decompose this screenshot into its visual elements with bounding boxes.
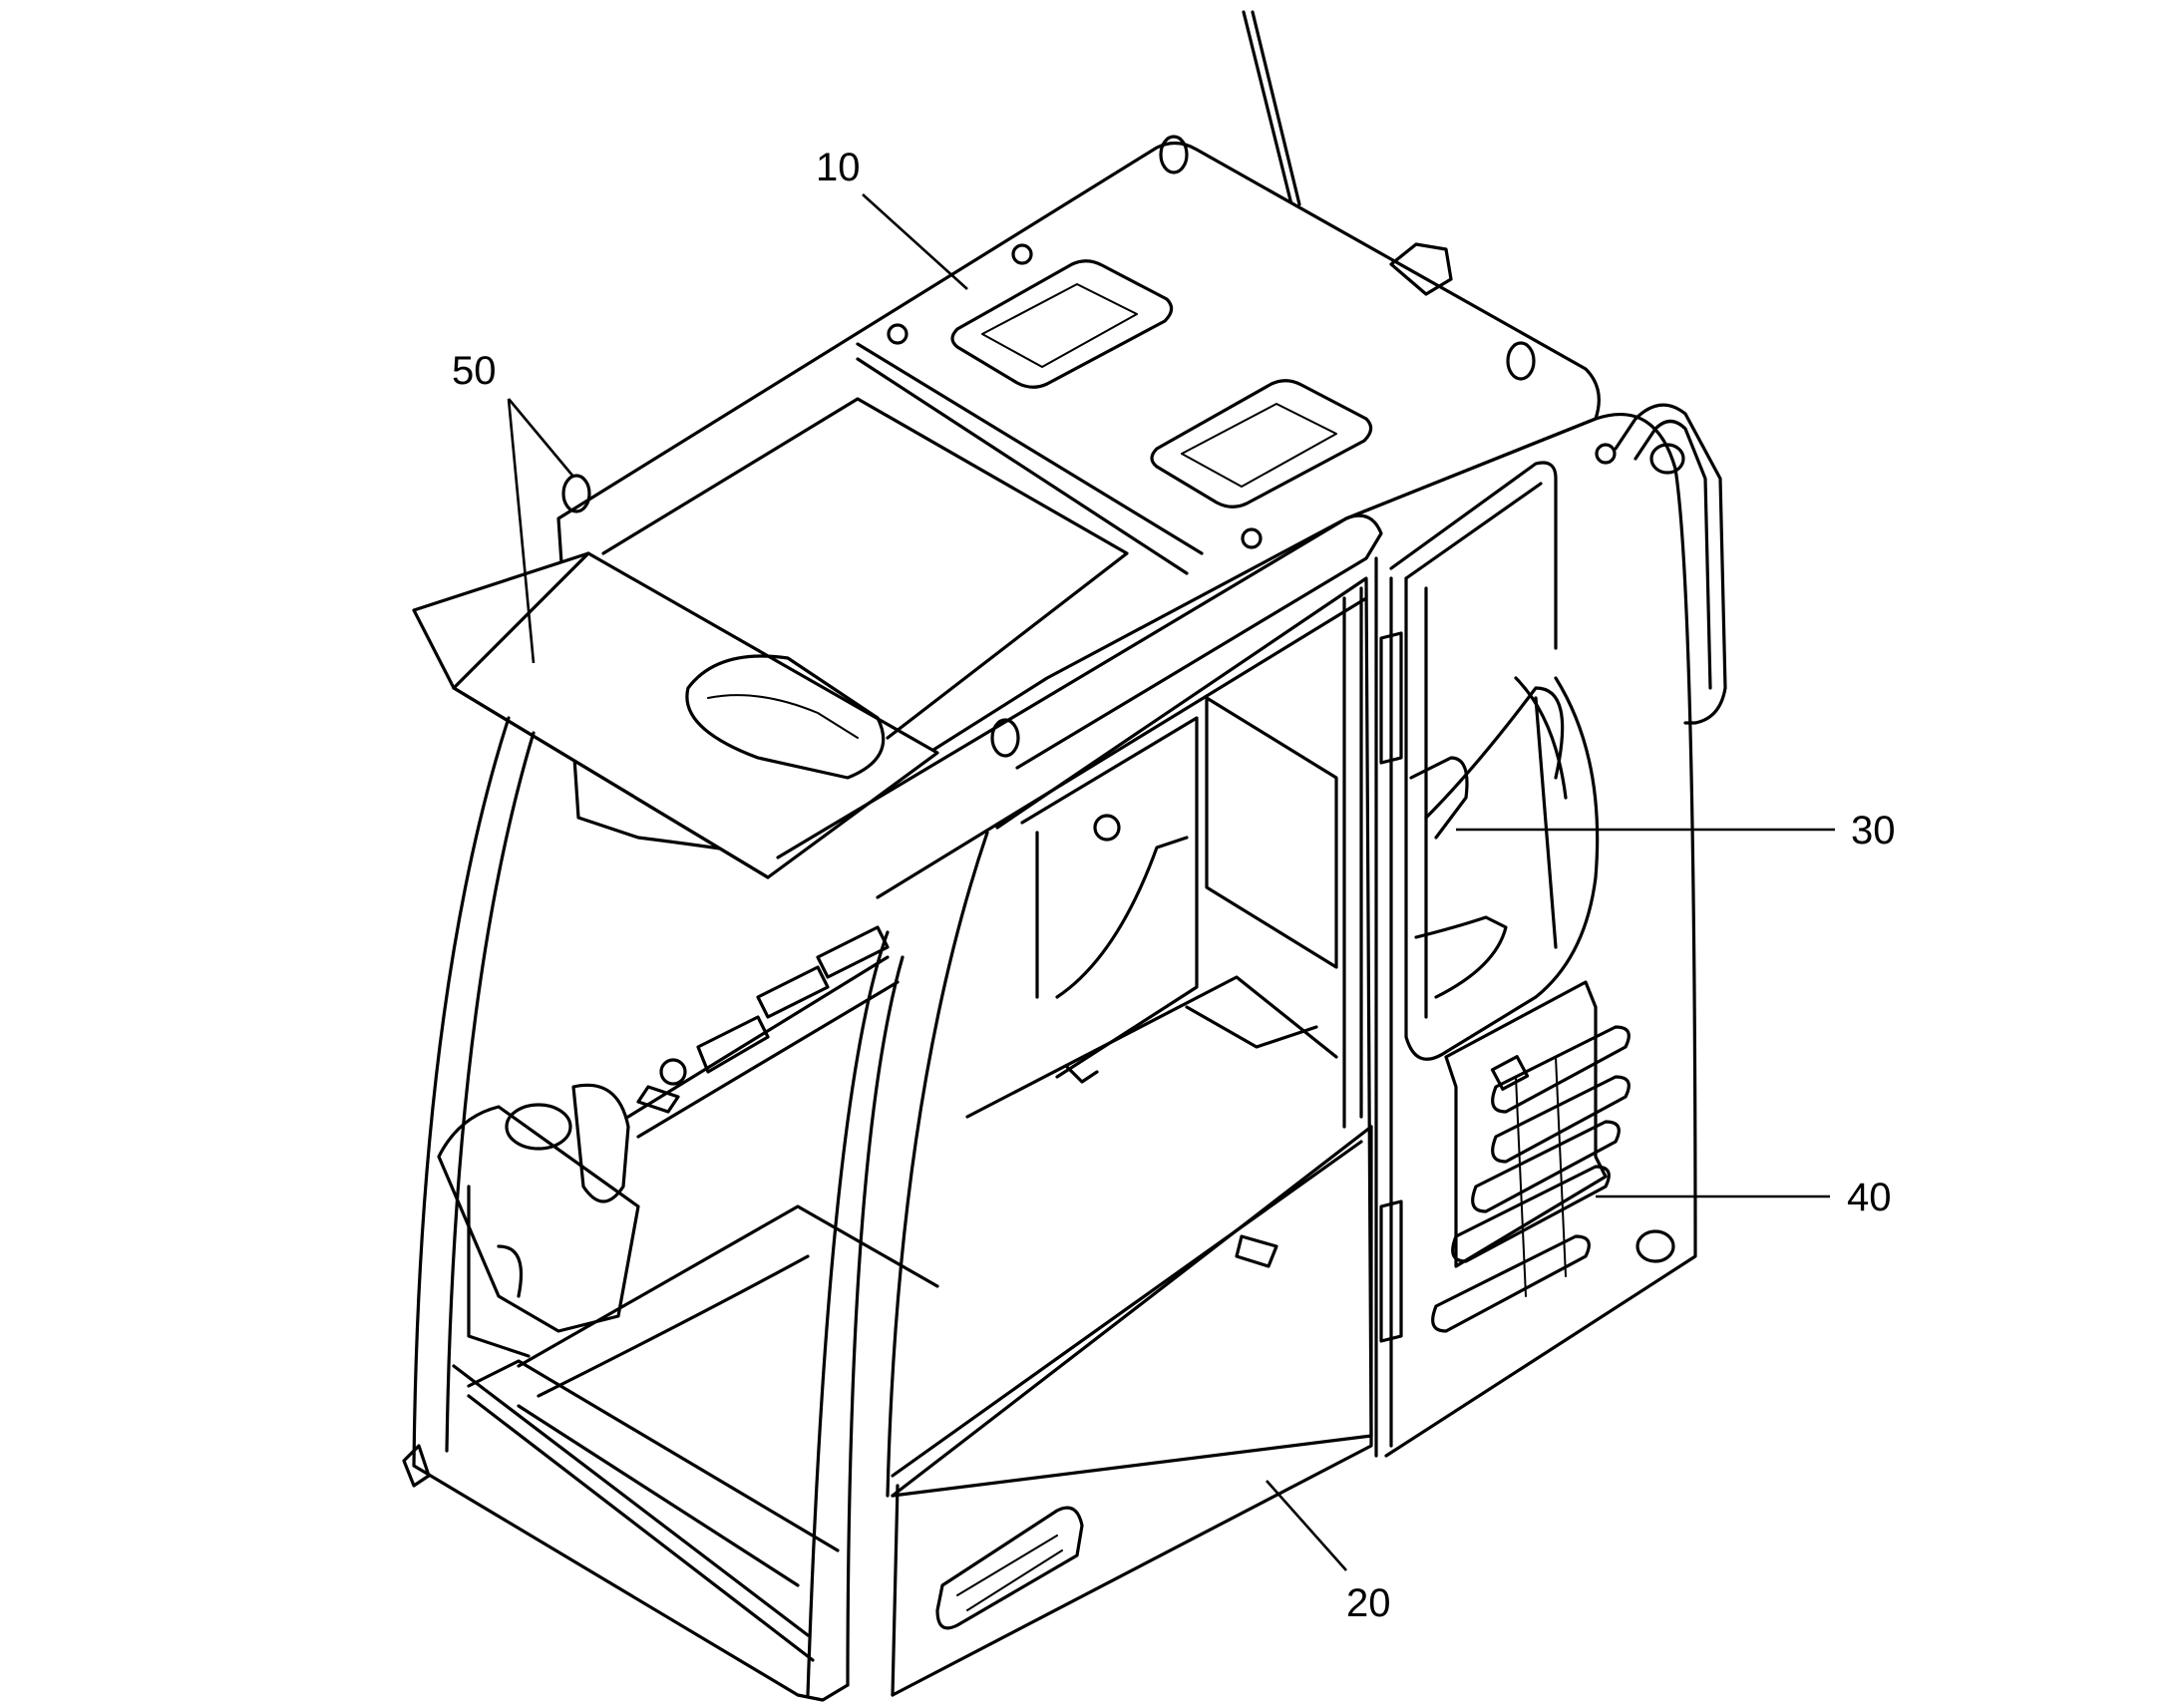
rear-handrail [1614, 403, 1727, 1263]
antenna [1242, 10, 1301, 206]
cab-body [402, 413, 1697, 1702]
rear-window [1389, 461, 1600, 1061]
callout-label-30: 30 [1851, 809, 1896, 853]
louver-panel [1431, 980, 1631, 1333]
leader-50a [508, 398, 574, 478]
leader-lines [507, 193, 1835, 1571]
leader-10 [862, 193, 968, 290]
callout-label-20: 20 [1346, 1581, 1391, 1625]
cab-door [891, 576, 1403, 1697]
leader-50b [507, 398, 536, 664]
callout-label-40: 40 [1847, 1176, 1892, 1219]
callout-label-50: 50 [452, 349, 497, 393]
callout-label-10: 10 [816, 146, 861, 189]
sun-visor [412, 397, 1129, 879]
leader-20 [1266, 1480, 1347, 1571]
cab-interior [437, 696, 1338, 1398]
